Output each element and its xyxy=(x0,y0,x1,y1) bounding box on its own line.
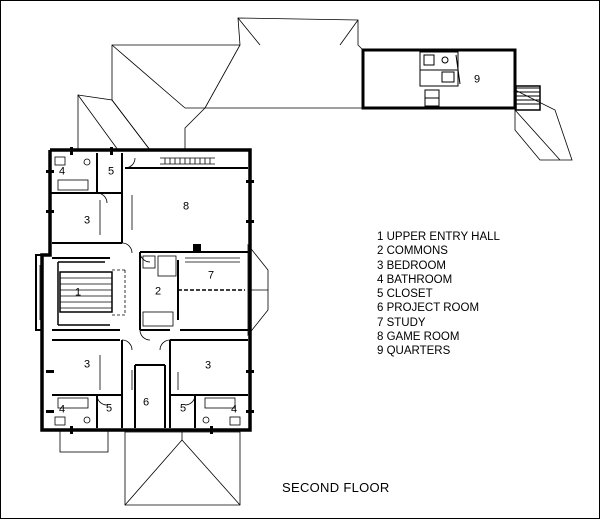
room-number-study: 7 xyxy=(207,269,215,282)
room-number-bedroom-sw: 3 xyxy=(83,358,91,371)
room-number-closet-sw: 5 xyxy=(105,402,113,415)
legend-item: 9 QUARTERS xyxy=(377,345,451,358)
legend-item: 1 UPPER ENTRY HALL xyxy=(377,231,500,243)
legend-item: 7 STUDY xyxy=(377,316,426,329)
room-number-bathroom-sw: 4 xyxy=(58,403,66,416)
room-number-bathroom-se: 4 xyxy=(230,403,238,416)
legend-item: 3 BEDROOM xyxy=(377,259,447,272)
room-number-game-room: 8 xyxy=(182,200,190,213)
room-number-commons: 2 xyxy=(154,285,162,298)
interior-walls xyxy=(50,153,248,428)
floor-title: SECOND FLOOR xyxy=(282,480,390,495)
room-legend: 1 UPPER ENTRY HALL 2 COMMONS 3 BEDROOM 4… xyxy=(377,230,500,359)
room-number-hall: 1 xyxy=(74,286,82,299)
quarters-wing xyxy=(361,48,541,111)
roof-west xyxy=(77,94,151,151)
main-exterior-walls xyxy=(35,148,252,432)
room-number-closet-se: 5 xyxy=(179,402,187,415)
room-number-quarters: 9 xyxy=(473,73,481,86)
roof-east xyxy=(514,89,573,161)
porch-sw xyxy=(59,429,109,453)
roof-south xyxy=(124,431,241,506)
room-number-bedroom-se: 3 xyxy=(204,359,212,372)
roof-bay-east xyxy=(247,243,269,337)
room-number-bathroom-nw: 4 xyxy=(58,165,66,178)
room-number-bedroom-nw: 3 xyxy=(83,214,91,227)
legend-item: 8 GAME ROOM xyxy=(377,331,460,344)
legend-item: 2 COMMONS xyxy=(377,245,448,258)
legend-item: 6 PROJECT ROOM xyxy=(377,302,480,315)
legend-item: 4 BATHROOM xyxy=(377,273,453,286)
window-ticks xyxy=(46,147,254,434)
room-number-closet-nw: 5 xyxy=(107,165,115,178)
roof-north xyxy=(111,17,364,151)
plan-details xyxy=(54,156,245,426)
room-number-project-room: 6 xyxy=(142,396,150,409)
legend-item: 5 CLOSET xyxy=(377,288,433,301)
